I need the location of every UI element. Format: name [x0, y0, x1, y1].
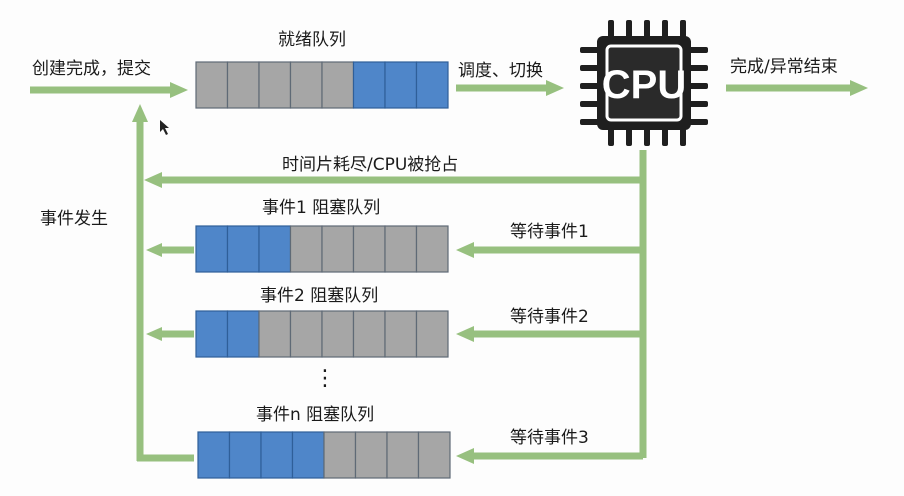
ellipsis-dots: ⋮	[314, 366, 336, 391]
arrow-wait-event-1	[456, 242, 643, 258]
ready-queue	[195, 61, 449, 109]
queue-cell-gray	[226, 61, 260, 109]
cpu-pin	[580, 83, 599, 89]
queue-cell-gray	[415, 310, 449, 358]
arrow-wait-event-2	[456, 326, 643, 342]
arrow-ready-to-cpu	[456, 80, 564, 96]
queue-cell-gray	[321, 225, 355, 273]
cpu-chip-icon: CPU	[580, 20, 708, 146]
queue-cell-blue	[226, 310, 260, 358]
blocked-queue-1	[195, 225, 449, 273]
queue-cell-gray	[415, 225, 449, 273]
cpu-pin	[689, 101, 708, 107]
cpu-pin	[580, 47, 599, 53]
queue-cell-blue	[260, 431, 294, 479]
cpu-pin	[608, 20, 614, 38]
queue-cell-gray	[384, 310, 418, 358]
blocked-queue-n-label: 事件n 阻塞队列	[256, 405, 375, 425]
timeslice-label: 时间片耗尽/CPU被抢占	[282, 155, 459, 175]
cpu-pin	[662, 20, 668, 38]
arrow-blocked-1-out	[146, 243, 194, 257]
queue-cell-blue	[384, 61, 418, 109]
queue-cell-blue	[195, 310, 229, 358]
wait-event-3-label: 等待事件3	[510, 428, 589, 448]
blocked-queue-2-label: 事件2 阻塞队列	[260, 286, 379, 306]
ready-queue-label: 就绪队列	[278, 30, 346, 50]
blocked-queue-1-label: 事件1 阻塞队列	[262, 198, 381, 218]
queue-cell-blue	[226, 225, 260, 273]
cpu-pin	[689, 119, 708, 125]
queue-cell-gray	[258, 310, 292, 358]
queue-cell-gray	[321, 61, 355, 109]
cpu-pin	[689, 65, 708, 71]
cpu-label: CPU	[602, 63, 686, 107]
queue-cell-gray	[417, 431, 451, 479]
arrow-event-occurs-loop	[132, 104, 194, 462]
queue-cell-gray	[386, 431, 420, 479]
blocked-queue-2	[195, 310, 449, 358]
event-occurs-label: 事件发生	[40, 209, 108, 229]
cpu-pin	[680, 20, 686, 38]
cpu-pin	[580, 101, 599, 107]
queue-cell-blue	[195, 225, 229, 273]
arrow-wait-event-3	[456, 448, 643, 464]
arrow-cpu-to-exit	[726, 80, 868, 96]
cpu-pin	[689, 83, 708, 89]
queue-cell-gray	[321, 310, 355, 358]
blocked-queue-n	[197, 431, 451, 479]
cpu-pin	[662, 128, 668, 146]
cpu-pin	[626, 128, 632, 146]
queue-cell-gray	[195, 61, 229, 109]
queue-cell-blue	[258, 225, 292, 273]
queue-cell-gray	[289, 225, 323, 273]
cpu-pin	[626, 20, 632, 38]
dispatch-label: 调度、切换	[458, 61, 543, 81]
queue-cell-gray	[354, 431, 388, 479]
queue-cell-blue	[352, 61, 386, 109]
queue-cell-blue	[228, 431, 262, 479]
queue-cell-gray	[352, 225, 386, 273]
wait-event-1-label: 等待事件1	[510, 222, 589, 242]
exit-label: 完成/异常结束	[730, 57, 838, 77]
arrow-blocked-2-out	[146, 327, 194, 341]
queue-cell-blue	[415, 61, 449, 109]
cpu-pin	[580, 65, 599, 71]
cpu-pin	[689, 47, 708, 53]
arrow-create-to-ready	[30, 82, 188, 98]
cpu-pin	[644, 128, 650, 146]
queue-cell-gray	[289, 61, 323, 109]
cpu-pin	[580, 119, 599, 125]
queue-cell-blue	[291, 431, 325, 479]
queue-cell-gray	[258, 61, 292, 109]
queue-cell-gray	[323, 431, 357, 479]
queue-cell-gray	[289, 310, 323, 358]
wait-event-2-label: 等待事件2	[510, 307, 589, 327]
arrow-timeslice-back	[144, 172, 643, 188]
queue-cell-gray	[384, 225, 418, 273]
create-submit-label: 创建完成，提交	[32, 59, 151, 79]
cpu-pin	[608, 128, 614, 146]
cpu-pin	[644, 20, 650, 38]
queue-cell-blue	[197, 431, 231, 479]
mouse-pointer-icon	[160, 120, 169, 135]
cpu-pin	[680, 128, 686, 146]
queue-cell-gray	[352, 310, 386, 358]
